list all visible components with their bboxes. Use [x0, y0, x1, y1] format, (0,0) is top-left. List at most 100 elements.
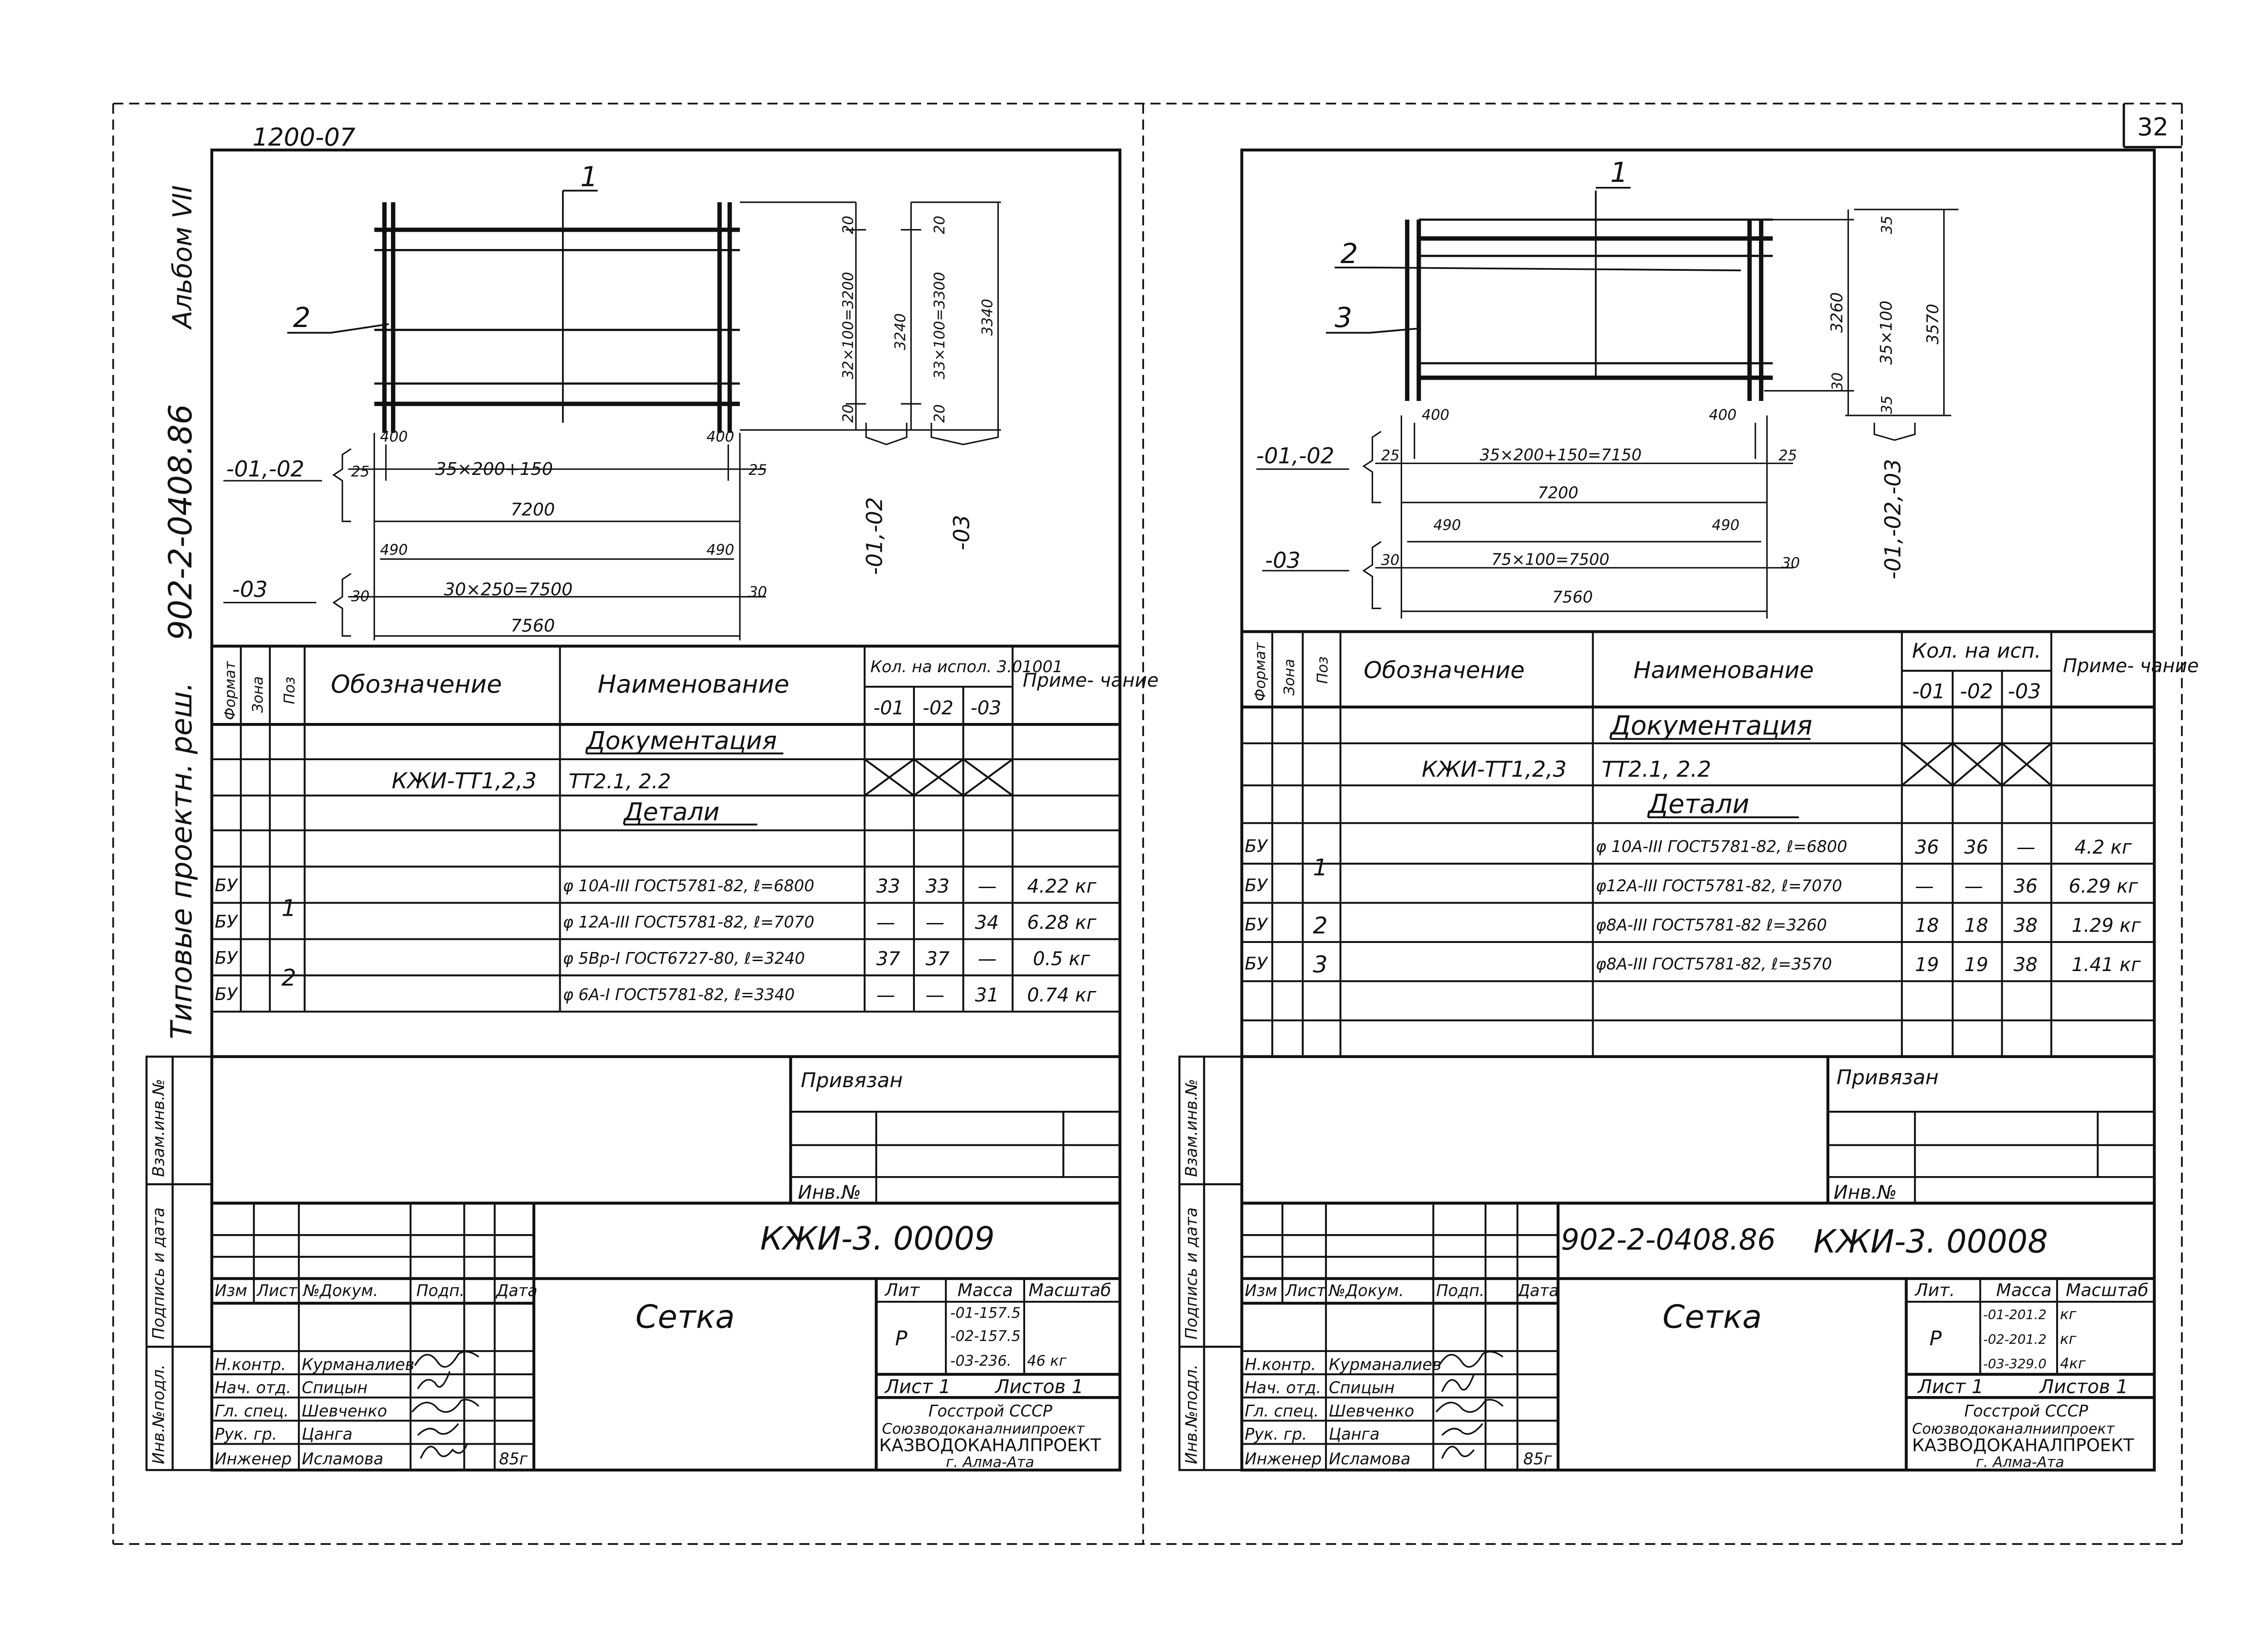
right-org2: Союзводоканалниипроект — [1912, 1420, 2115, 1437]
right-item-name: Сетка — [1662, 1299, 1762, 1336]
left-row-qty1: 33 — [876, 875, 900, 897]
right-row2-off-l: 490 — [1433, 517, 1461, 534]
right-h-variant-1: -01 — [1912, 679, 1945, 703]
left-row2-edge-r: 30 — [748, 583, 767, 601]
left-doc-name: ТТ2.1, 2.2 — [569, 769, 671, 793]
right-staff-name: Шевченко — [1329, 1402, 1414, 1421]
left-staff-name: Шевченко — [302, 1402, 387, 1421]
right-staff-role: Н.контр. — [1245, 1355, 1316, 1374]
right-staff-name: Спицын — [1329, 1379, 1395, 1397]
album-label: Альбом VII — [167, 185, 198, 330]
left-row-name: φ 12А-III ГОСТ5781-82, ℓ=7070 — [563, 913, 814, 932]
left-item-name: Сетка — [635, 1299, 735, 1336]
left-dim-s1-bot: 20 — [840, 404, 857, 423]
right-title-project: 902-2-0408.86 — [1561, 1223, 1775, 1257]
left-sheet-label: Лист 1 — [884, 1376, 951, 1398]
left-row-note: 6.28 кг — [1027, 911, 1097, 933]
left-row-note: 0.74 кг — [1027, 984, 1097, 1006]
left-row-note: 0.5 кг — [1033, 947, 1090, 970]
left-row1-off-r: 400 — [707, 428, 734, 445]
left-row1-label: -01,-02 — [226, 456, 304, 482]
left-h-variant-1: -01 — [873, 697, 904, 719]
left-staff-role: Н.контр. — [215, 1355, 286, 1374]
right-row2-label: -03 — [1265, 548, 1300, 573]
left-spec-table-grid — [211, 645, 1120, 1058]
left-row-format: БУ — [215, 948, 238, 968]
right-staff-role: Гл. спец. — [1245, 1402, 1319, 1421]
right-org1: Госстрой СССР — [1964, 1402, 2088, 1421]
left-row-format: БУ — [215, 912, 238, 932]
right-row-note: 4.2 кг — [2074, 836, 2132, 858]
left-h-variant-2: -02 — [923, 697, 953, 719]
left-row1-main: 35×200+150 — [435, 459, 553, 479]
right-spec-table-grid — [1242, 630, 2155, 1058]
right-row-format: БУ — [1245, 914, 1268, 935]
left-h-qty: Кол. на испол. 3.01001 — [870, 658, 1063, 676]
right-row-note: 1.41 кг — [2072, 953, 2141, 976]
right-h-designation: Обозначение — [1364, 657, 1525, 684]
right-row-qty2: 36 — [1964, 836, 1988, 858]
left-h-name: Наименование — [598, 670, 789, 698]
right-row-format: БУ — [1245, 836, 1268, 857]
right-row-qty1: 18 — [1915, 914, 1939, 937]
left-h-variant-3: -03 — [971, 697, 1002, 719]
right-staff-role: Инженер — [1245, 1450, 1322, 1468]
right-row-note: 1.29 кг — [2072, 914, 2141, 937]
left-title-doc-code: КЖИ-3. 00009 — [760, 1220, 995, 1257]
left-row1-edge-r: 25 — [748, 461, 767, 479]
left-mass-03: -03-236. — [950, 1352, 1012, 1369]
right-title-doc-code: КЖИ-3. 00008 — [1813, 1223, 2048, 1260]
right-h-variant-3: -03 — [2008, 679, 2041, 703]
left-row2-off-r: 490 — [707, 541, 734, 558]
left-staff-name: Цанга — [302, 1425, 352, 1444]
right-mass-unit-02: кг — [2060, 1330, 2076, 1348]
right-sheet-label: Лист 1 — [1917, 1376, 1984, 1398]
left-h-data: Дата — [495, 1281, 538, 1300]
right-h-pos: Поз — [1314, 656, 1331, 684]
left-row2-label: -03 — [232, 577, 268, 602]
left-row-name: φ 10А-III ГОСТ5781-82, ℓ=6800 — [563, 877, 814, 895]
right-staff-name: Цанга — [1329, 1425, 1380, 1444]
left-lit-value: Р — [895, 1326, 907, 1350]
left-mass-unit: 46 кг — [1027, 1352, 1066, 1369]
drawing-code: 1200-07 — [252, 123, 356, 151]
right-dim-s-b: 35×100 — [1877, 301, 1896, 365]
r-sign-date-label: Подпись и дата — [1183, 1207, 1201, 1339]
left-staff-name: Исламова — [302, 1450, 383, 1468]
right-row2-edge-r: 30 — [1781, 554, 1800, 571]
right-h-podp: Подп. — [1436, 1281, 1484, 1300]
right-leader-1: 1 — [1610, 157, 1628, 189]
right-mass-unit-03: 4кг — [2060, 1355, 2086, 1372]
left-dim-s2-bot: 20 — [931, 404, 948, 423]
right-h-mass: Масса — [1996, 1280, 2052, 1300]
left-h-mass: Масса — [958, 1280, 1013, 1300]
right-h-note: Приме- чание — [2063, 654, 2199, 677]
right-org3: КАЗВОДОКАНАЛПРОЕКТ — [1912, 1436, 2134, 1456]
left-staff-role: Гл. спец. — [215, 1402, 289, 1421]
right-row-name: φ8А-III ГОСТ5781-82 ℓ=3260 — [1596, 916, 1827, 934]
right-row2-off-r: 490 — [1712, 517, 1740, 534]
right-row-qty3: 38 — [2014, 953, 2038, 976]
left-label-s2: -03 — [949, 515, 974, 550]
left-org3: КАЗВОДОКАНАЛПРОЕКТ — [879, 1436, 1101, 1456]
left-row-qty3: 31 — [975, 984, 999, 1006]
left-row-note: 4.22 кг — [1027, 875, 1097, 897]
right-row-qty3: 36 — [2014, 875, 2038, 897]
right-h-lit: Лит. — [1914, 1280, 1955, 1300]
right-sheets-label: Листов 1 — [2039, 1376, 2128, 1398]
right-inv-label: Инв.№ — [1834, 1181, 1897, 1203]
right-row2-total: 7560 — [1552, 588, 1593, 607]
left-signatures — [411, 1351, 479, 1459]
left-h-note: Приме- чание — [1023, 669, 1159, 691]
sign-date-label: Подпись и дата — [149, 1207, 168, 1339]
right-row1-main: 35×200+150=7150 — [1480, 446, 1642, 464]
project-number-vertical: 902-2-0408.86 — [162, 404, 199, 640]
left-row-qty2: 37 — [925, 947, 949, 970]
left-row-qty1: 37 — [876, 947, 900, 970]
right-h-format: Формат — [1251, 642, 1269, 701]
right-row-name: φ8А-III ГОСТ5781-82, ℓ=3570 — [1596, 955, 1832, 974]
sheet-frame — [112, 103, 2183, 1545]
left-dim-s2-main: 33×100=3300 — [931, 272, 948, 379]
right-row-pos: 2 — [1313, 913, 1328, 939]
